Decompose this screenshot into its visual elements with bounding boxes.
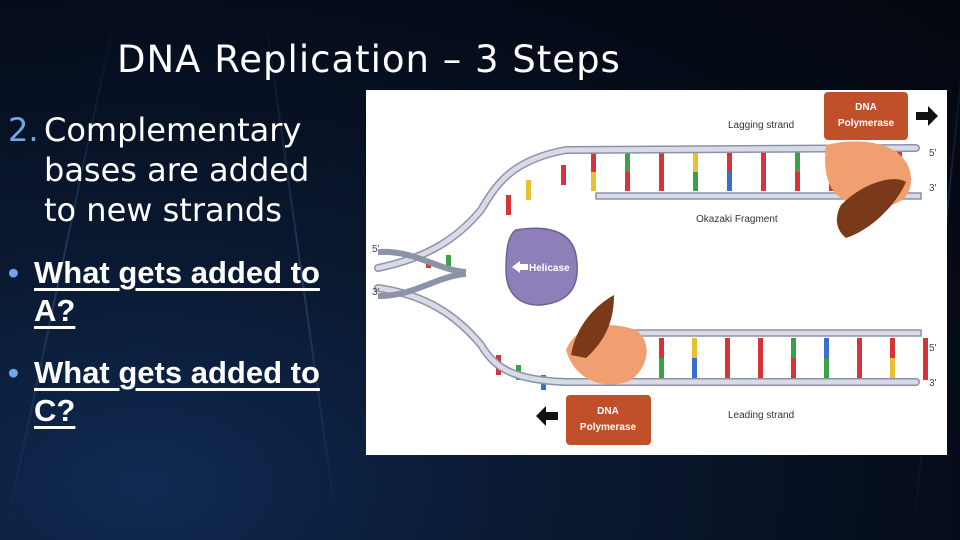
question-item: • What gets added to A?: [8, 254, 358, 330]
question-item: • What gets added to C?: [8, 354, 358, 430]
three-prime-bottom-right: 3': [929, 378, 937, 389]
okazaki-fragment: [595, 192, 922, 200]
step-text: Complementary bases are added to new str…: [44, 111, 310, 229]
question-text: What gets added to A?: [34, 255, 320, 328]
nucleotide-base: [791, 338, 796, 358]
nucleotide-base: [692, 358, 697, 380]
nucleotide-base: [625, 172, 630, 191]
lagging-strand-label: Lagging strand: [728, 120, 794, 131]
nucleotide-base: [725, 338, 730, 358]
nucleotide-base: [791, 358, 796, 380]
helicase-label: Helicase: [529, 263, 570, 274]
dna-replication-diagram: Helicase DNA Polymerase DNA Polymerase L…: [366, 90, 947, 455]
helicase-enzyme: [505, 227, 578, 306]
parent-strand-lower: [377, 271, 467, 299]
nucleotide-base: [693, 152, 698, 172]
nucleotide-base: [659, 152, 664, 172]
nucleotide-base: [692, 338, 697, 358]
step-number: 2.: [8, 111, 39, 149]
parent-strand-upper: [377, 248, 467, 275]
polymerase-arm-bottom: [571, 295, 614, 358]
polymerase-arm-top: [836, 179, 906, 238]
nucleotide-base: [857, 338, 862, 358]
nucleotide-base: [758, 338, 763, 358]
bullet-icon: •: [8, 355, 19, 390]
bullet-list: 2. Complementary bases are added to new …: [8, 110, 358, 430]
polymerase-label-box-top: [824, 92, 908, 140]
nucleotide-base: [857, 358, 862, 380]
nucleotide-base: [591, 152, 596, 172]
nucleotide-base: [725, 358, 730, 380]
three-prime-left: 3': [372, 287, 380, 298]
slide-title: DNA Replication – 3 Steps: [117, 38, 621, 81]
leading-strand-label: Leading strand: [728, 410, 794, 421]
three-prime-top-right: 3': [929, 183, 937, 194]
nucleotide-base: [795, 172, 800, 191]
bottom-base-pairs: [626, 338, 928, 380]
leading-new-strand: [595, 329, 922, 337]
step-item: 2. Complementary bases are added to new …: [8, 110, 358, 230]
right-arrow-icon: [916, 106, 938, 126]
nucleotide-base: [761, 152, 766, 172]
nucleotide-base: [890, 338, 895, 358]
nucleotide-base: [824, 338, 829, 358]
nucleotide-base: [659, 358, 664, 380]
polymerase-top-label-1: DNA: [855, 102, 877, 113]
okazaki-label: Okazaki Fragment: [696, 214, 778, 225]
nucleotide-base: [761, 172, 766, 191]
nucleotide-base: [795, 152, 800, 172]
nucleotide-base: [693, 172, 698, 191]
nucleotide-base: [727, 172, 732, 191]
nucleotide-base: [506, 195, 511, 215]
five-prime-top-right: 5': [929, 148, 937, 159]
polymerase-bottom-label-1: DNA: [597, 406, 619, 417]
nucleotide-base: [625, 152, 630, 172]
polymerase-bottom-label-2: Polymerase: [580, 422, 637, 433]
five-prime-bottom-right: 5': [929, 343, 937, 354]
nucleotide-base: [923, 358, 928, 380]
polymerase-top-label-2: Polymerase: [838, 118, 895, 129]
nucleotide-base: [923, 338, 928, 358]
question-text: What gets added to C?: [34, 355, 320, 428]
nucleotide-base: [890, 358, 895, 380]
polymerase-label-box-bottom: [566, 395, 651, 445]
nucleotide-base: [526, 180, 531, 200]
nucleotide-base: [591, 172, 596, 191]
nucleotide-base: [446, 255, 451, 268]
left-arrow-icon: [536, 406, 558, 426]
nucleotide-base: [727, 152, 732, 172]
nucleotide-base: [659, 338, 664, 358]
five-prime-left: 5': [372, 244, 380, 255]
bullet-icon: •: [8, 255, 19, 290]
replication-fork-svg: Helicase DNA Polymerase DNA Polymerase L…: [372, 92, 938, 445]
nucleotide-base: [659, 172, 664, 191]
helicase-arrow-icon: [512, 261, 528, 273]
nucleotide-base: [758, 358, 763, 380]
nucleotide-base: [824, 358, 829, 380]
nucleotide-base: [561, 165, 566, 185]
